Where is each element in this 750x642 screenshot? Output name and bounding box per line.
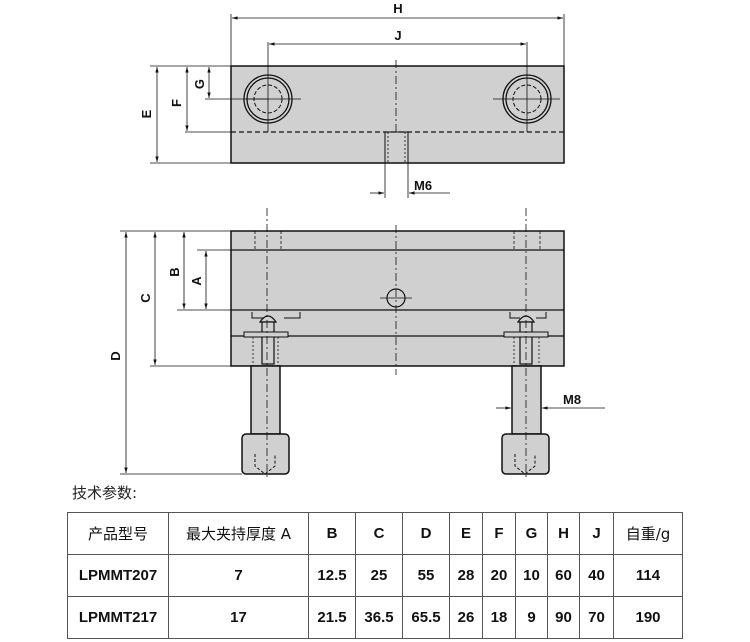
spec-title: 技术参数:	[72, 484, 138, 502]
screw-left-icon	[241, 208, 301, 480]
top-view	[150, 14, 565, 198]
cell-weight: 190	[613, 596, 683, 639]
label-g: G	[192, 79, 207, 89]
cell-a: 17	[168, 596, 309, 639]
cell-a: 7	[168, 554, 309, 597]
cell-weight: 114	[613, 554, 683, 597]
label-h: H	[393, 1, 402, 16]
label-a: A	[189, 276, 204, 286]
header-model: 产品型号	[67, 512, 169, 555]
label-m8: M8	[563, 392, 581, 407]
cell-b: 21.5	[308, 596, 356, 639]
header-e: E	[449, 512, 483, 555]
header-c: C	[355, 512, 403, 555]
table-row: LPMMT207 7 12.5 25 55 28 20 10 60 40 114	[67, 554, 683, 597]
label-j: J	[394, 28, 401, 43]
cell-g: 9	[515, 596, 548, 639]
label-f: F	[169, 99, 184, 107]
front-view-body	[230, 230, 565, 367]
header-j: J	[579, 512, 614, 555]
cell-h: 60	[547, 554, 580, 597]
cell-f: 20	[482, 554, 516, 597]
label-d: D	[108, 351, 123, 360]
cell-f: 18	[482, 596, 516, 639]
header-d: D	[402, 512, 450, 555]
top-view-labels: H J E F G M6	[139, 1, 432, 193]
cell-model: LPMMT207	[67, 554, 169, 597]
table-row: LPMMT217 17 21.5 36.5 65.5 26 18 9 90 70…	[67, 596, 683, 639]
screw-right-icon	[501, 208, 550, 480]
label-e: E	[139, 109, 154, 118]
cell-h: 90	[547, 596, 580, 639]
label-b: B	[167, 267, 182, 276]
header-g: G	[515, 512, 548, 555]
cell-j: 70	[579, 596, 614, 639]
cell-j: 40	[579, 554, 614, 597]
cell-c: 25	[355, 554, 403, 597]
front-view	[120, 208, 605, 480]
counterbore-right-icon	[493, 42, 560, 132]
cell-b: 12.5	[308, 554, 356, 597]
m6-hole	[384, 131, 409, 164]
label-m6: M6	[414, 178, 432, 193]
header-max-clamp-a: 最大夹持厚度 A	[168, 512, 309, 555]
header-b: B	[308, 512, 356, 555]
spec-table: 产品型号 最大夹持厚度 A B C D E F G H J 自重/g LPMMT…	[67, 512, 683, 639]
header-h: H	[547, 512, 580, 555]
header-weight: 自重/g	[613, 512, 683, 555]
cell-c: 36.5	[355, 596, 403, 639]
front-view-labels: D C B A M8	[108, 267, 581, 407]
cell-e: 26	[449, 596, 483, 639]
cell-g: 10	[515, 554, 548, 597]
cell-e: 28	[449, 554, 483, 597]
table-header-row: 产品型号 最大夹持厚度 A B C D E F G H J 自重/g	[67, 512, 683, 555]
header-f: F	[482, 512, 516, 555]
cell-d: 55	[402, 554, 450, 597]
technical-drawing: H J E F G M6	[108, 1, 605, 480]
label-c: C	[138, 293, 153, 303]
top-view-body	[230, 65, 565, 164]
cell-model: LPMMT217	[67, 596, 169, 639]
cell-d: 65.5	[402, 596, 450, 639]
